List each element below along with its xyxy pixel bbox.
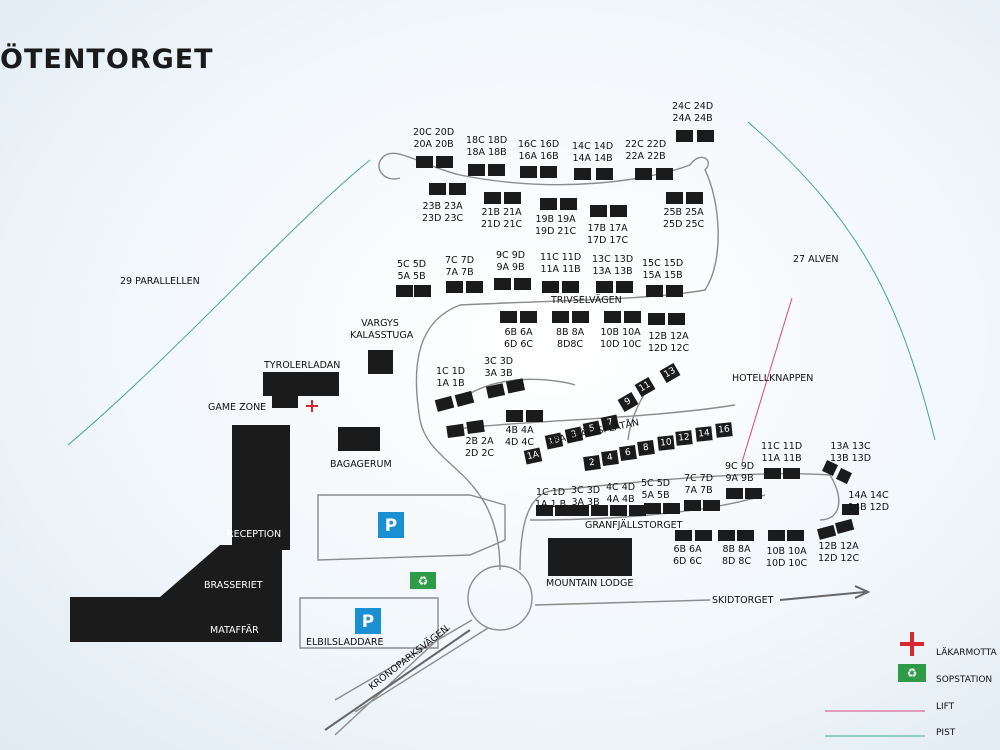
cabins bbox=[396, 130, 859, 541]
parking-icon: P bbox=[378, 512, 404, 538]
vargys-building bbox=[368, 350, 393, 374]
svg-text:♻: ♻ bbox=[418, 574, 429, 588]
legend-label-lakarmottagning: LÄKARMOTTA bbox=[936, 648, 997, 658]
area-label-elbilsladdare: ELBILSLADDARE bbox=[306, 637, 384, 648]
area-label-mataffar: MATAFFÄR bbox=[210, 625, 259, 636]
roads bbox=[299, 152, 840, 736]
legend-label-lift: LIFT bbox=[936, 702, 955, 712]
area-label-alven: 27 ALVEN bbox=[793, 254, 839, 265]
svg-text:P: P bbox=[362, 612, 374, 632]
numbered-cabin-12: 12 bbox=[675, 430, 693, 446]
road-label-trivselvagen: TRIVSELVÄGEN bbox=[551, 295, 622, 306]
numbered-cabin-8: 8 bbox=[637, 439, 655, 457]
lift-line bbox=[741, 297, 793, 463]
pist-line-right bbox=[747, 121, 936, 441]
legend-medical-cross-icon bbox=[900, 632, 924, 656]
area-label-bagagerum: BAGAGERUM bbox=[330, 459, 392, 470]
tyrolerladan-building bbox=[263, 372, 339, 396]
svg-text:P: P bbox=[385, 516, 397, 536]
mountain-lodge-building bbox=[548, 538, 632, 576]
numbered-cabin-14: 14 bbox=[695, 426, 713, 442]
recycle-icon: ♻ bbox=[410, 572, 436, 589]
numbered-cabin-2: 2 bbox=[583, 454, 601, 472]
pist-line-left bbox=[67, 159, 371, 446]
area-label-hotellknappen: HOTELLKNAPPEN bbox=[732, 373, 814, 384]
area-label-mountain-lodge: MOUNTAIN LODGE bbox=[546, 578, 634, 589]
kronopark-road bbox=[324, 629, 471, 731]
parking-icon-2: P bbox=[355, 608, 381, 634]
numbered-cabin-10: 10 bbox=[657, 435, 675, 451]
legend-label-sopstation: SOPSTATION bbox=[936, 675, 993, 685]
arrow-right-icon bbox=[779, 585, 871, 601]
bagagerum-building bbox=[338, 427, 380, 451]
road-label-skidtorget: SKIDTORGET bbox=[712, 595, 774, 606]
legend-recycle-icon: ♻ bbox=[898, 664, 926, 682]
area-label-reception: RECEPTION bbox=[227, 529, 282, 540]
reception-brasseriet-mataffar-building bbox=[70, 425, 290, 642]
game-zone-building bbox=[272, 396, 298, 408]
numbered-cabin-16: 16 bbox=[715, 422, 733, 438]
area-label-parallellen: 29 PARALLELLEN bbox=[120, 276, 200, 287]
page-title: ÖTENTORGET bbox=[0, 44, 214, 75]
area-label-brasseriet: BRASSERIET bbox=[204, 580, 263, 591]
area-label-game-zone: GAME ZONE bbox=[208, 402, 267, 413]
legend-label-pist: PIST bbox=[936, 728, 956, 738]
numbered-cabin-4: 4 bbox=[601, 449, 619, 467]
numbered-cabin-6: 6 bbox=[619, 444, 637, 462]
road-label-granfjallstorget: GRANFJÄLLSTORGET bbox=[585, 520, 683, 531]
medical-cross-icon bbox=[306, 400, 318, 412]
area-label-vargys: VARGYS KALASSTUGA bbox=[350, 318, 414, 341]
svg-text:♻: ♻ bbox=[907, 666, 918, 680]
area-label-tyrolerladan: TYROLERLADAN bbox=[264, 360, 341, 371]
